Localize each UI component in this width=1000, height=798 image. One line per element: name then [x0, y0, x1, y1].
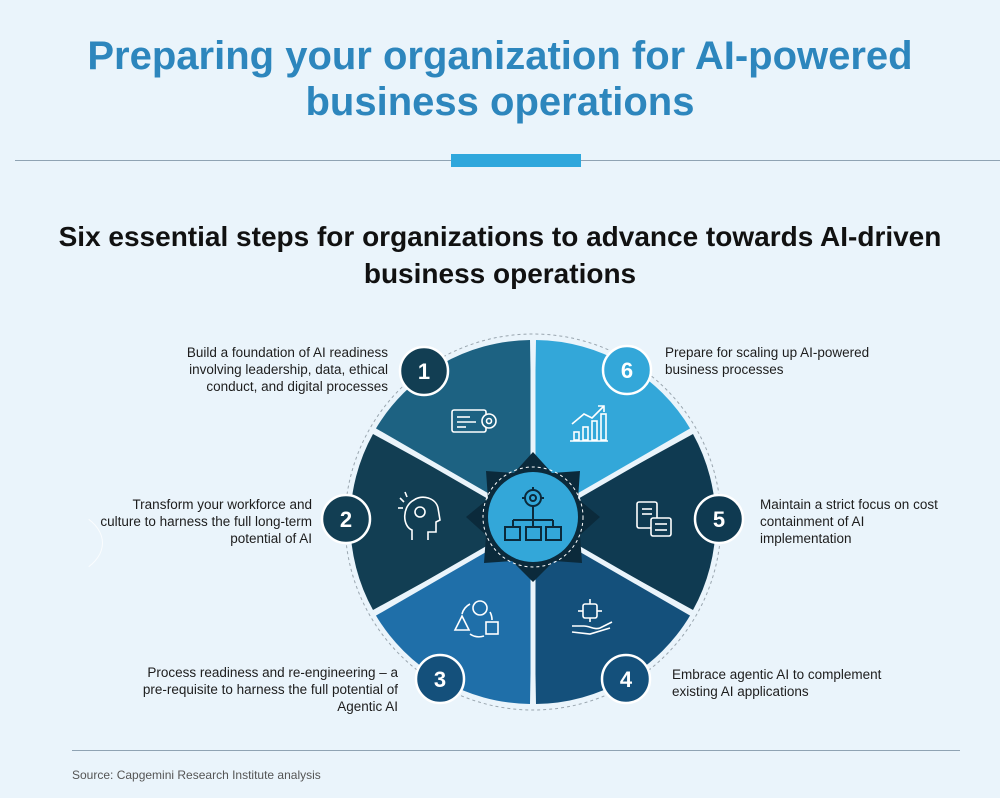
step-badge-1[interactable]: 1: [398, 345, 450, 397]
diagram-subtitle: Six essential steps for organizations to…: [58, 221, 942, 289]
step-number-5: 5: [713, 507, 725, 532]
step-number-3: 3: [434, 667, 446, 692]
page-title: Preparing your organization for AI-power…: [87, 34, 913, 124]
step-badge-3[interactable]: 3: [414, 653, 466, 705]
step-text-3: Process readiness and re-engineering – a…: [142, 665, 398, 714]
segment-3[interactable]: [375, 522, 533, 704]
decorative-arc: [0, 505, 103, 581]
step-badge-4[interactable]: 4: [600, 653, 652, 705]
growth-chart-icon: [570, 405, 608, 442]
step-text-5: Maintain a strict focus on cost containm…: [760, 497, 938, 546]
step-text-2: Transform your workforce and culture to …: [100, 497, 312, 546]
settings-dashboard-icon: [451, 409, 497, 433]
source-note: Source: Capgemini Research Institute ana…: [72, 768, 321, 782]
center-hierarchy-icon: [504, 487, 562, 541]
segment-4[interactable]: [533, 522, 691, 704]
step-number-6: 6: [621, 358, 633, 383]
step-text-4: Embrace agentic AI to complement existin…: [672, 667, 882, 699]
cost-calculator-icon: [636, 501, 672, 537]
step-number-4: 4: [620, 667, 633, 692]
step-text-6: Prepare for scaling up AI-powered busine…: [665, 345, 870, 377]
step-number-1: 1: [418, 359, 430, 384]
ai-hand-chip-icon: [571, 599, 613, 635]
segment-5[interactable]: [533, 434, 716, 610]
footer-divider: [72, 750, 960, 751]
process-cycle-icon: [453, 600, 499, 638]
step-badge-5[interactable]: 5: [693, 493, 745, 545]
step-text-1: Build a foundation of AI readiness invol…: [186, 345, 388, 394]
segment-2[interactable]: [350, 434, 533, 610]
center-dashed-ring: [482, 466, 584, 568]
brain-gear-icon: [398, 491, 441, 540]
title-divider-accent: [451, 154, 581, 167]
step-number-2: 2: [340, 507, 352, 532]
step-badge-2[interactable]: 2: [320, 493, 372, 545]
step-badge-6[interactable]: 6: [601, 344, 653, 396]
